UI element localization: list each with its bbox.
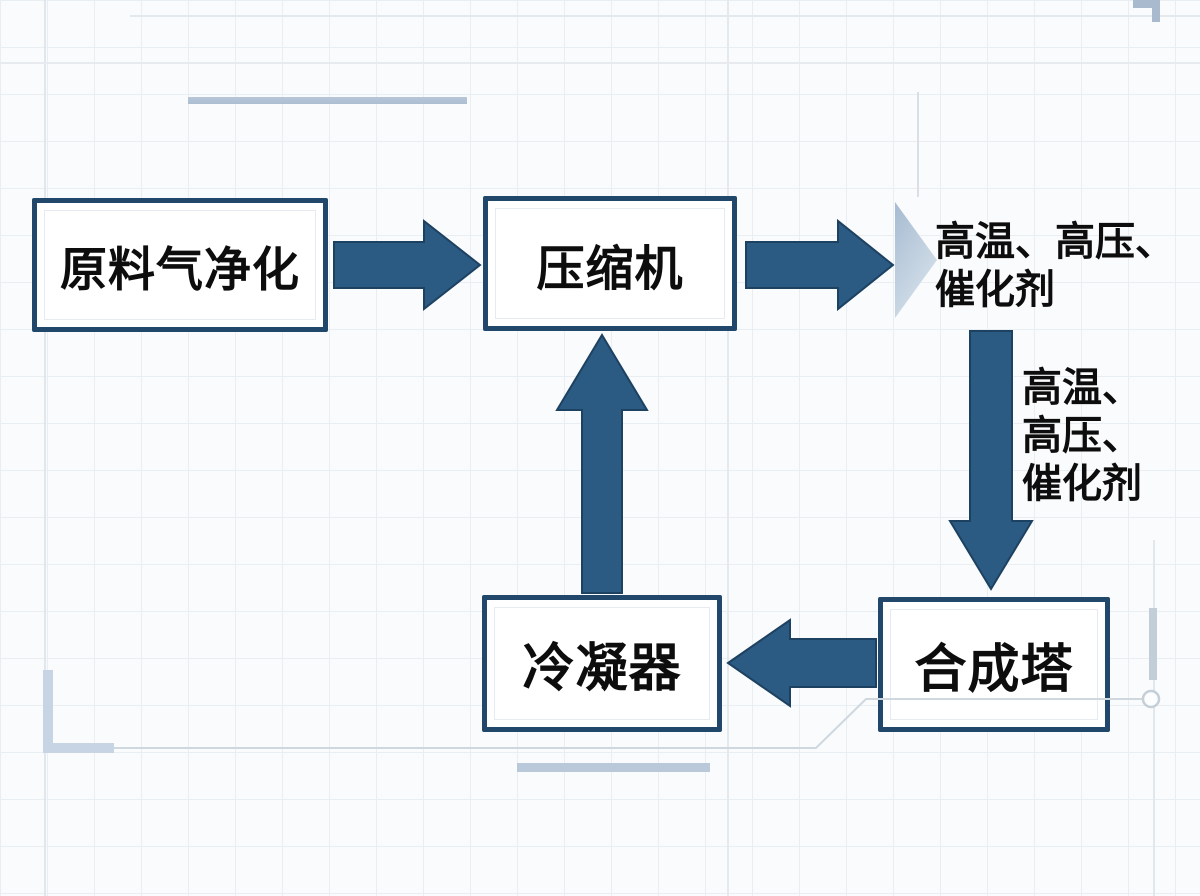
decor-corner-bracket-bottom-left-horizontal bbox=[43, 743, 114, 753]
synthesis-tower-label: 合成塔 bbox=[914, 641, 1074, 699]
annotation-line: 催化剂 bbox=[935, 268, 1055, 312]
reaction-conditions-annotation-top: 高温、高压、 催化剂 bbox=[935, 218, 1175, 314]
decor-corner-bracket-top-right-vertical bbox=[1152, 0, 1160, 22]
raw-gas-purification-label: 原料气净化 bbox=[60, 242, 300, 296]
condenser-label: 冷凝器 bbox=[522, 640, 682, 698]
grid-accent-vertical-right bbox=[1153, 540, 1155, 896]
grid-accent-horizontal-upper bbox=[0, 62, 1200, 64]
grid-accent-vertical-short bbox=[917, 92, 919, 197]
arrow-condenser-to-compressor-icon bbox=[555, 333, 649, 594]
arrow-synthesis-to-condenser-icon bbox=[726, 618, 877, 708]
arrow-compressor-out-icon bbox=[745, 218, 895, 312]
grid-accent-vertical-mid bbox=[727, 0, 729, 896]
process-box-compressor: 压缩机 bbox=[483, 196, 737, 331]
decor-bottom-bar bbox=[517, 763, 710, 772]
process-box-condenser: 冷凝器 bbox=[482, 595, 722, 732]
decor-corner-bracket-bottom-left-vertical bbox=[43, 670, 53, 753]
chevron-triangle-icon bbox=[895, 202, 937, 318]
process-box-raw-gas-purification: 原料气净化 bbox=[32, 198, 328, 332]
grid-accent-horizontal-top bbox=[130, 15, 1200, 17]
process-box-synthesis-tower: 合成塔 bbox=[878, 597, 1110, 732]
compressor-label: 压缩机 bbox=[536, 242, 684, 296]
decor-top-bar bbox=[188, 97, 467, 104]
decor-corner-bracket-top-right-horizontal bbox=[1133, 0, 1160, 8]
annotation-line: 高温、高压、 bbox=[935, 220, 1175, 264]
annotation-line: 高压、 bbox=[1022, 414, 1142, 458]
annotation-line: 高温、 bbox=[1022, 366, 1142, 410]
annotation-line: 催化剂 bbox=[1022, 462, 1142, 506]
arrow-raw-to-compressor-icon bbox=[333, 218, 482, 312]
reaction-conditions-annotation-right: 高温、 高压、 催化剂 bbox=[1022, 364, 1142, 508]
arrow-down-to-synthesis-icon bbox=[948, 330, 1034, 591]
grid-accent-vertical-left bbox=[44, 0, 46, 896]
decor-right-bar bbox=[1149, 608, 1157, 680]
